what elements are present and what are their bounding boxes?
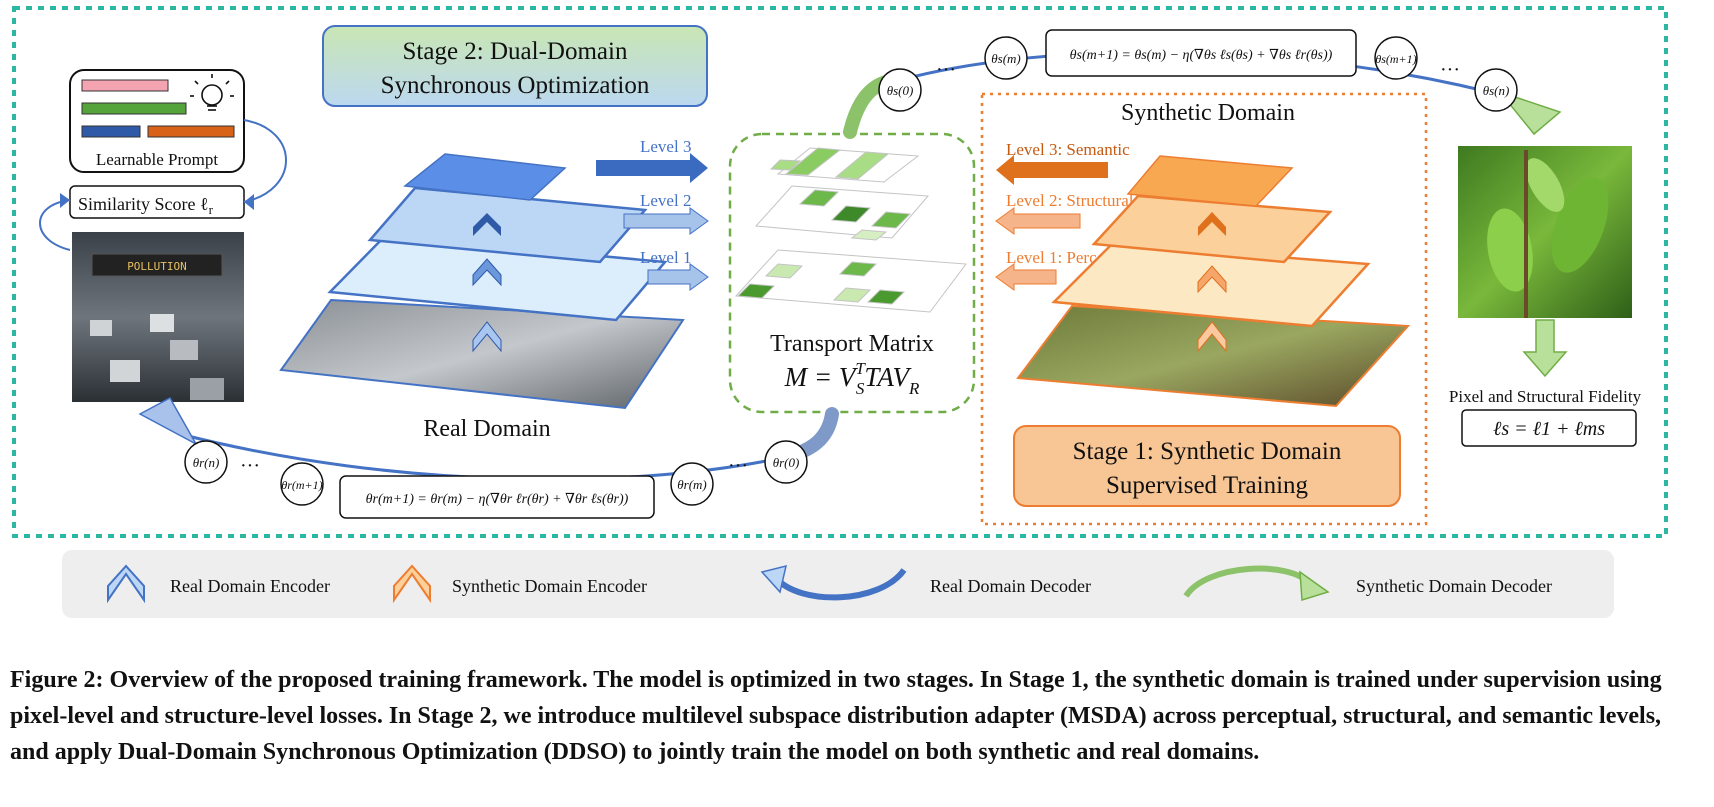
synthetic-level3-layer (1126, 155, 1294, 207)
svg-text:θs(m): θs(m) (991, 51, 1021, 66)
svg-text:θs(m+1): θs(m+1) (1375, 52, 1416, 66)
stage1-box: Stage 1: Synthetic Domain Supervised Tra… (1013, 425, 1401, 507)
prompt-loop-arrow-left (39, 199, 71, 251)
synthetic-level2-label: Level 2: Structural (1006, 191, 1134, 210)
similarity-score: Similarity Score ℓr (69, 185, 245, 219)
top-node-m1: θs(m+1) (1374, 36, 1418, 80)
bottom-node-m: θr(m) (670, 462, 714, 506)
outer-frame (12, 6, 1668, 538)
real-level-arrows: Level 3 Level 2 Level 1 (596, 137, 709, 291)
real-level1-arrow (647, 263, 709, 291)
real-level2-arrow (623, 207, 709, 235)
legend-real-encoder: Real Domain Encoder (170, 576, 330, 596)
real-domain-title: Real Domain (423, 416, 550, 442)
synthetic-domain-frame (980, 92, 1428, 526)
svg-text:θr(n): θr(n) (193, 455, 220, 470)
top-ellipsis-left: ··· (936, 59, 956, 81)
svg-text:Similarity Score ℓr: Similarity Score ℓr (78, 194, 214, 217)
svg-text:θr(m): θr(m) (677, 477, 707, 492)
transport-grid-mid (754, 185, 930, 241)
svg-text:θr(0): θr(0) (773, 455, 800, 470)
real-level1-label: Level 1 (640, 248, 691, 267)
top-ellipsis-right: ··· (1440, 59, 1460, 81)
top-node-m: θs(m) (984, 36, 1028, 80)
synthetic-level2-arrow (995, 207, 1081, 235)
real-encoder-icon-2 (472, 258, 502, 287)
top-update-rule-box (1045, 29, 1357, 77)
real-domain-stack: Real Domain (279, 153, 685, 442)
svg-text:θs(0): θs(0) (887, 83, 914, 98)
real-level3-label: Level 3 (640, 137, 691, 156)
synthetic-domain-stack (1016, 155, 1411, 408)
top-update-rule: θs(m+1) = θs(m) − η(∇θs ℓs(θs) + ∇θs ℓr(… (1070, 48, 1333, 63)
legend-synthetic-decoder: Synthetic Domain Decoder (1356, 576, 1552, 596)
stage1-title-line2: Supervised Training (1106, 472, 1309, 499)
stage2-title-line2: Synchronous Optimization (381, 72, 650, 99)
bottom-update-rule: θr(m+1) = θr(m) − η(∇θr ℓr(θr) + ∇θr ℓs(… (366, 492, 629, 507)
stage2-box: Stage 2: Dual-Domain Synchronous Optimiz… (322, 25, 708, 107)
transport-grid-bottom (734, 249, 967, 313)
legend-synthetic-decoder-icon (1299, 570, 1330, 601)
similarity-sub: r (209, 202, 214, 217)
bottom-node-m1: θr(m+1) (280, 462, 324, 506)
real-domain-image-layer (279, 298, 685, 410)
real-level2-layer (367, 186, 648, 264)
fidelity-label: Pixel and Structural Fidelity (1449, 387, 1642, 406)
real-encoder-icon-3 (473, 213, 501, 236)
synthetic-level3-arrow (996, 155, 1108, 185)
synthetic-encoder-icon-3 (1198, 212, 1226, 236)
prompt-label: Learnable Prompt (96, 150, 219, 169)
transport-title: Transport Matrix (770, 331, 934, 357)
leaf-photo (1458, 146, 1632, 318)
synthetic-encoder-icon-1 (1197, 321, 1227, 353)
fidelity-formula-box (1461, 409, 1637, 447)
bottom-node-0: θr(0) (764, 440, 808, 484)
framework-diagram: Stage 2: Dual-Domain Synchronous Optimiz… (12, 6, 1668, 618)
synthetic-level1-arrow (995, 263, 1057, 291)
traffic-photo: POLLUTION (72, 232, 244, 402)
pollution-sign-text: POLLUTION (127, 260, 187, 273)
synthetic-image-layer (1016, 304, 1411, 408)
synthetic-chain-arrowhead (1497, 90, 1562, 136)
similarity-label: Similarity Score ℓ (78, 194, 209, 214)
svg-text:θs(n): θs(n) (1483, 83, 1510, 98)
synthetic-decoder-chain: θs(0) ··· θs(m) θs(m+1) = θs(m) − η(∇θs … (843, 29, 1562, 139)
legend: Real Domain Encoder Synthetic Domain Enc… (62, 550, 1614, 618)
stage1-title-line1: Stage 1: Synthetic Domain (1073, 438, 1342, 465)
svg-text:θr(m+1): θr(m+1) (281, 478, 322, 492)
synthetic-domain-title: Synthetic Domain (1121, 100, 1295, 126)
legend-synthetic-encoder-icon (393, 564, 431, 604)
real-encoder-icon-1 (472, 321, 502, 353)
real-level2-label: Level 2 (640, 191, 691, 210)
legend-real-encoder-icon (107, 564, 145, 604)
bottom-update-rule-box (339, 475, 655, 519)
fidelity-down-arrow (1522, 319, 1568, 378)
bottom-node-n: θr(n) (184, 440, 228, 484)
legend-real-decoder: Real Domain Decoder (930, 576, 1091, 596)
real-chain-arrowhead (138, 396, 198, 446)
synthetic-encoder-icon-2 (1197, 265, 1227, 294)
bottom-ellipsis-left: ··· (240, 455, 260, 477)
real-decoder-chain: θr(n) ··· θr(m+1) θr(m+1) = θr(m) − η(∇θ… (138, 396, 839, 519)
fidelity-formula: ℓs = ℓ1 + ℓms (1493, 418, 1605, 440)
bottom-ellipsis-right: ··· (728, 455, 748, 477)
synthetic-level3-label: Level 3: Semantic (1006, 140, 1130, 159)
transport-grid-top (769, 147, 920, 183)
real-level3-layer (403, 153, 567, 201)
stage2-title-line1: Stage 2: Dual-Domain (403, 38, 628, 65)
top-node-0: θs(0) (878, 68, 922, 112)
synthetic-level2-layer (1091, 194, 1333, 264)
legend-synthetic-encoder: Synthetic Domain Encoder (452, 576, 647, 596)
top-node-n: θs(n) (1474, 68, 1518, 112)
figure-caption: Figure 2: Overview of the proposed train… (10, 667, 1662, 765)
real-level3-arrow (596, 153, 708, 183)
legend-real-decoder-icon (760, 564, 788, 594)
lightbulb-icon (190, 74, 234, 111)
synthetic-level-arrows: Level 3: Semantic Level 2: Structural Le… (995, 140, 1138, 291)
learnable-prompt: Learnable Prompt (69, 69, 245, 173)
prompt-loop-arrow-right (243, 119, 287, 203)
